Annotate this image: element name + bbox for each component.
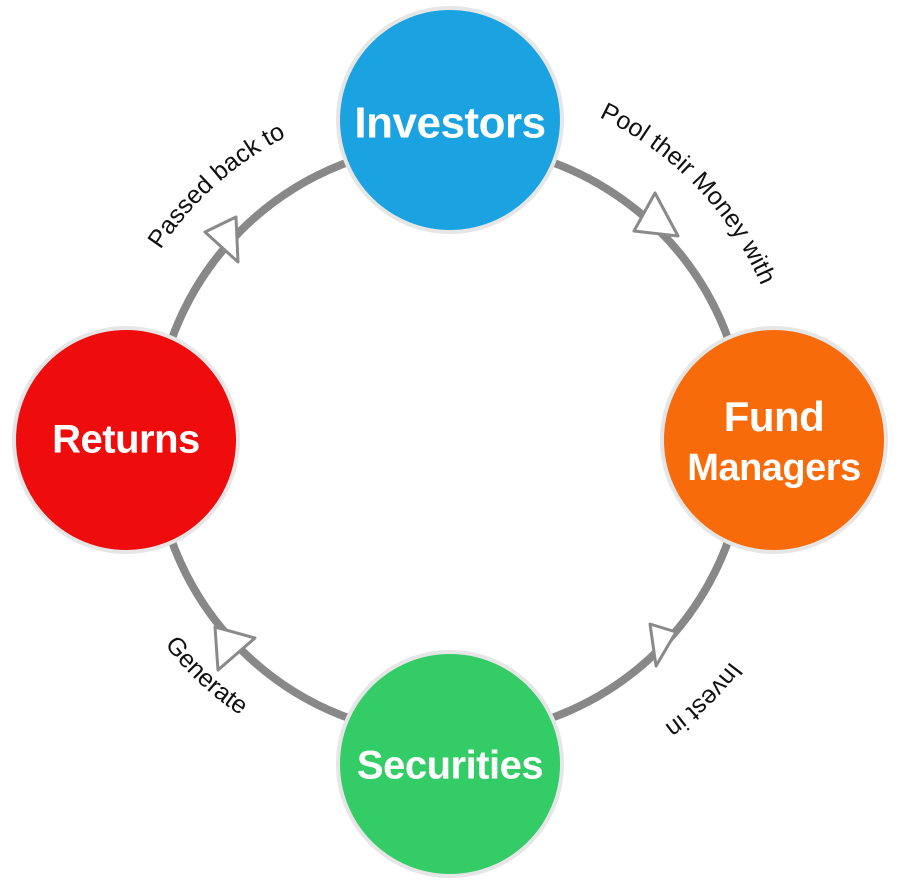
edge-label-fund-to-securities-text: Invest in [661,657,749,743]
node-fund-managers: Fund Managers [660,326,888,554]
node-fund-managers-label-line2: Managers [687,447,860,489]
node-returns: Returns [12,326,240,554]
node-returns-label: Returns [52,418,200,462]
node-fund-managers-label-line1: Fund [724,393,825,440]
arrow-investors-to-fund [632,191,680,238]
node-investors-circle [336,6,564,234]
node-investors: Investors [336,6,564,234]
arrow-returns-to-investors [203,215,240,264]
arrow-fund-to-securities [648,622,678,668]
node-investors-label: Investors [354,99,545,148]
node-securities-circle [336,650,564,878]
arrow-securities-to-returns [213,625,257,672]
node-securities-label: Securities [357,744,543,788]
node-securities: Securities [336,650,564,878]
node-returns-circle [12,326,240,554]
edge-label-fund-to-securities: Invest in [661,657,749,743]
node-fund-managers-circle [660,326,888,554]
